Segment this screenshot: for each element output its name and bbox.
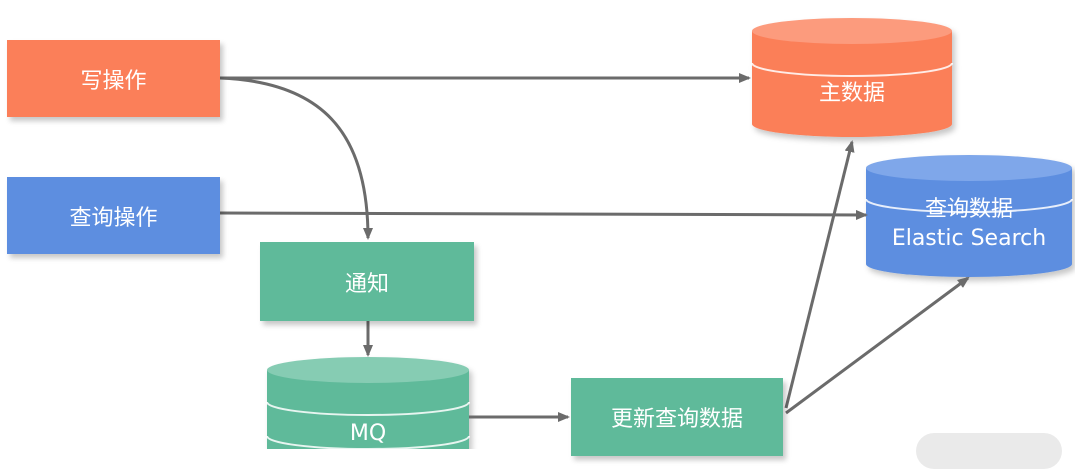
main-data-cylinder [751, 18, 953, 137]
watermark-badge [916, 433, 1062, 469]
mq-cylinder [266, 357, 470, 449]
arrow-update-to-es [785, 276, 970, 415]
write-operation-label: 写操作 [80, 68, 147, 94]
update-query-data-box: 更新查询数据 [571, 378, 783, 456]
notify-label: 通知 [344, 271, 389, 297]
query-data-cylinder [865, 155, 1073, 277]
flow-diagram: 主数据 查询数据 Elastic Search MQ [219, 18, 1073, 449]
query-operation-box: 查询操作 [7, 177, 220, 254]
elastic-search-label: Elastic Search [892, 226, 1046, 251]
query-operation-label: 查询操作 [69, 205, 158, 231]
main-data-label: 主数据 [819, 81, 885, 106]
arrow-query-to-es [219, 209, 868, 220]
arrow-update-to-main [784, 140, 855, 409]
mq-label: MQ [350, 421, 386, 446]
arrow-write-to-notify [219, 76, 373, 240]
update-query-data-label: 更新查询数据 [610, 407, 743, 432]
notify-box: 通知 [260, 242, 474, 321]
write-operation-box: 写操作 [7, 40, 220, 117]
query-data-label: 查询数据 [925, 197, 1013, 222]
